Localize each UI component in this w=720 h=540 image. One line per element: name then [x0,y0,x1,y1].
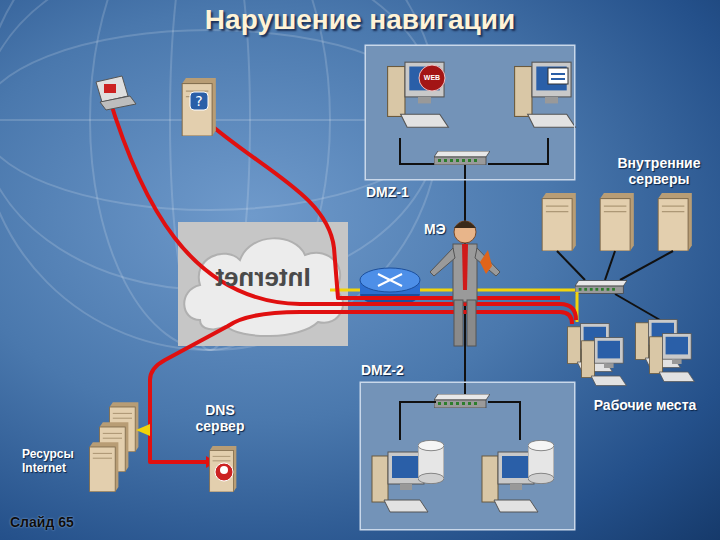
group-label: Внутренние серверы [600,155,718,187]
dmz-zone: DMZ-2 [360,382,575,530]
cloud-label: Internet [178,262,348,293]
slide-number: Слайд 65 [10,514,130,530]
icon-text: WEB [419,74,445,82]
zone-heading: DMZ-2 [361,362,404,378]
server-label: DNS сервер [180,402,260,434]
zone-heading: DMZ-1 [366,184,409,200]
svg-text:?: ? [195,93,202,109]
slide-title: Нарушение навигации [0,4,720,36]
dmz-zone: DMZ-1 [365,45,575,180]
firewall-label: МЭ [424,221,454,237]
group-label: Ресурсы Internet [22,448,88,476]
internet-cloud: Internet [178,222,348,346]
group-label: Рабочие места [590,397,700,413]
